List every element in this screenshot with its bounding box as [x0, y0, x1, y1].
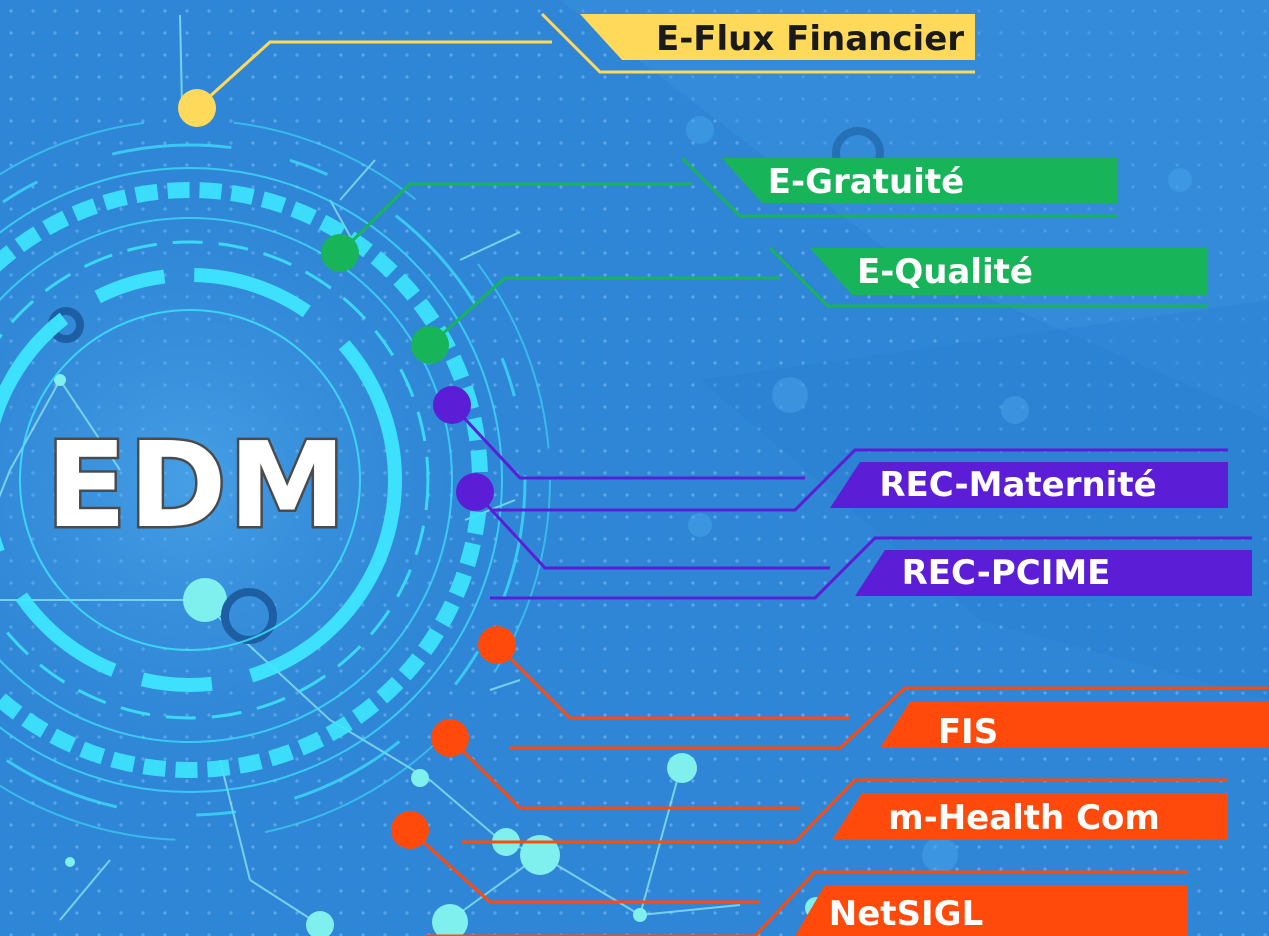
connector-m-health-com — [448, 736, 800, 810]
connector-dots — [178, 89, 516, 849]
label-plates — [580, 14, 1269, 936]
label-netsigl: NetSIGL — [829, 894, 983, 934]
connector-rec-maternite — [450, 403, 805, 480]
label-m-health-com: m-Health Com — [888, 798, 1160, 838]
dot-orange-3 — [391, 811, 429, 849]
center-glow — [0, 150, 520, 810]
connector-rec-pcime — [473, 490, 830, 570]
label-rec-pcime: REC-PCIME — [902, 553, 1111, 593]
plate-e-flux-financier — [580, 14, 975, 60]
label-e-flux-financier: E-Flux Financier — [656, 19, 964, 59]
plate-e-qualite — [810, 248, 1208, 295]
plate-e-gratuite — [722, 158, 1118, 203]
dot-orange-2 — [431, 719, 469, 757]
plate-m-health-com — [832, 793, 1228, 840]
dot-purple-2 — [456, 473, 494, 511]
connector-e-flux-financier — [195, 40, 552, 110]
plate-fis — [880, 702, 1269, 748]
label-e-gratuite: E-Gratuité — [768, 162, 964, 202]
plate-netsigl — [795, 885, 1188, 936]
label-rec-maternite: REC-Maternité — [879, 465, 1156, 505]
dot-orange-1 — [478, 626, 516, 664]
center-title: EDM — [46, 416, 348, 554]
connectors — [195, 40, 850, 904]
dot-yellow — [178, 89, 216, 127]
background-facet — [560, 0, 1269, 420]
connector-e-gratuite — [338, 182, 692, 255]
plate-rec-maternite — [830, 462, 1228, 508]
dot-green-1 — [321, 234, 359, 272]
connector-netsigl — [408, 828, 760, 904]
bokeh — [686, 116, 1192, 873]
label-fis: FIS — [938, 712, 998, 752]
connector-fis — [495, 643, 850, 720]
dot-green-2 — [411, 326, 449, 364]
connector-e-qualite — [429, 276, 780, 347]
label-e-qualite: E-Qualité — [857, 252, 1033, 292]
plate-rec-pcime — [855, 550, 1252, 596]
label-frames — [425, 12, 1269, 936]
dot-purple-1 — [433, 386, 471, 424]
